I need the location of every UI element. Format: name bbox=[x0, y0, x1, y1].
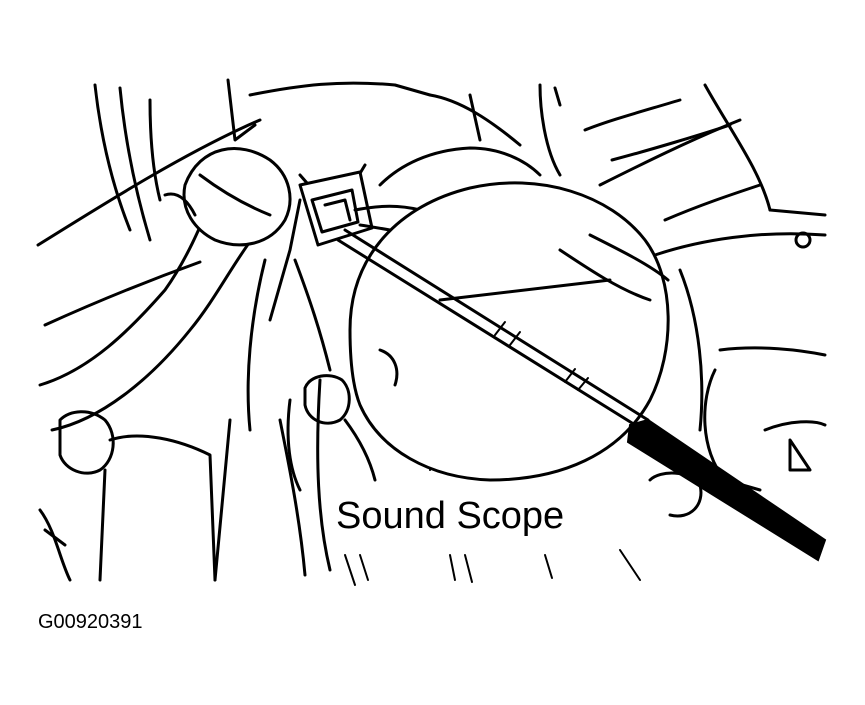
coolant-hose bbox=[38, 147, 292, 582]
sound-scope-probe bbox=[336, 228, 827, 562]
figure-code: G00920391 bbox=[38, 611, 143, 633]
engine-background bbox=[36, 78, 827, 586]
sound-scope-label: Sound Scope bbox=[336, 495, 565, 537]
